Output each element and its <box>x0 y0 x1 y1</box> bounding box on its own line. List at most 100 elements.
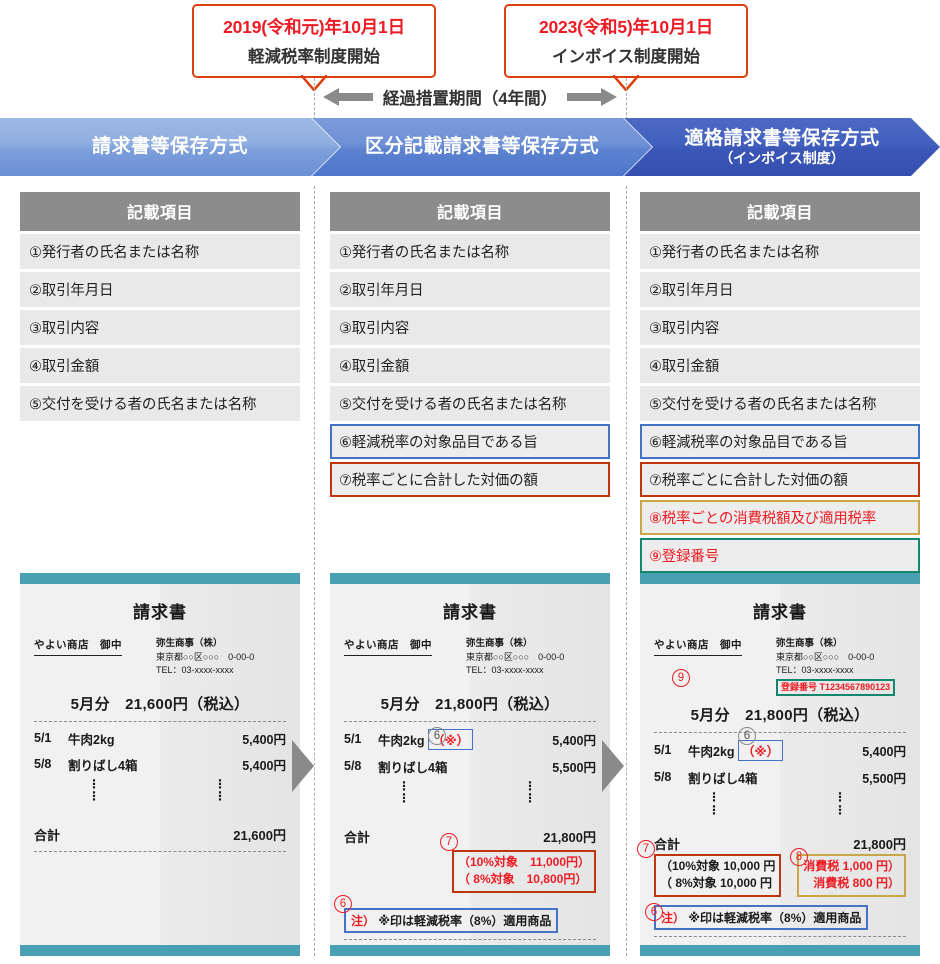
invoice-top-band <box>20 573 300 584</box>
list-item-highlight-6: ⑥軽減税率の対象品目である旨 <box>330 424 610 459</box>
invoice-bottom-band <box>20 945 300 956</box>
line-date: 5/1 <box>654 743 672 758</box>
items-header: 記載項目 <box>640 192 920 231</box>
total-value: 21,600円 <box>233 828 286 844</box>
issuer-address: 東京都○○区○○○ 0-00-0 <box>776 651 875 662</box>
banner-title: 区分記載請求書等保存方式 <box>364 136 599 158</box>
arrow-right-icon <box>567 88 618 106</box>
flow-arrow-icon <box>292 740 314 792</box>
total-label: 合計 <box>344 830 371 846</box>
invoice-shade <box>470 584 610 945</box>
invoice-bottom-band <box>640 945 920 956</box>
invoice-mockup-3: 請求書 やよい商店 御中 弥生商事（株） 東京都○○区○○○ 0-00-0 TE… <box>640 573 920 956</box>
invoice-line: 5/8 割りばし4箱 5,500円 <box>654 768 906 787</box>
column-divider-right <box>626 186 627 956</box>
invoice-total: 合計 21,800円 <box>654 834 906 853</box>
invoice-recipient: やよい商店 御中 <box>344 637 432 656</box>
ellipsis-left: ⋮⋮ <box>88 776 100 804</box>
arrow-left-icon <box>322 88 373 106</box>
consumption-tax-box: 消費税 1,000 円） 消費税 800 円） <box>797 854 906 897</box>
column-divider-left <box>314 186 315 956</box>
list-item: ④取引金額 <box>330 348 610 383</box>
line-amount: 5,400円 <box>242 732 286 747</box>
divider <box>344 720 596 722</box>
list-item: ③取引内容 <box>330 310 610 345</box>
divider <box>654 935 906 937</box>
line-amount: 5,400円 <box>242 758 286 773</box>
transition-label: 経過措置期間（4年間） <box>382 90 558 108</box>
registration-number: T1234567890123 <box>819 681 891 692</box>
line-name: 割りばし4箱 <box>378 760 448 775</box>
invoice-total: 合計 21,600円 <box>34 825 286 844</box>
guide-line-right <box>626 78 627 120</box>
banner-qualified-invoice-method: 適格請求書等保存方式 （インボイス制度） <box>624 118 940 176</box>
tax-line-8: 消費税 800 円） <box>813 876 900 891</box>
issuer-tel: TEL：03-xxxx-xxxx <box>776 664 854 675</box>
invoice-line: 5/1 牛肉2kg （※） 5,400円 <box>654 739 906 761</box>
note-text: ※印は軽減税率（8%）適用商品 <box>378 913 552 928</box>
invoice-issuer: 弥生商事（株） 東京都○○区○○○ 0-00-0 TEL：03-xxxx-xxx… <box>466 637 596 677</box>
invoice-title: 請求書 <box>753 603 807 622</box>
list-item: ②取引年月日 <box>20 272 300 307</box>
note-text: ※印は軽減税率（8%）適用商品 <box>688 910 862 925</box>
invoice-issuer: 弥生商事（株） 東京都○○区○○○ 0-00-0 TEL：03-xxxx-xxx… <box>776 637 906 696</box>
note-wrap: 注） ※印は軽減税率（8%）適用商品 <box>344 907 596 933</box>
tax-line-10: 消費税 1,000 円） <box>803 859 900 874</box>
callout-2019: 2019(令和元)年10月1日 軽減税率制度開始 <box>192 4 436 91</box>
invoice-recipient: やよい商店 御中 <box>654 637 742 656</box>
invoice-bottom-band <box>330 945 610 956</box>
invoice-recipient: やよい商店 御中 <box>34 637 122 656</box>
list-item: ⑤交付を受ける者の氏名または名称 <box>20 386 300 421</box>
list-item: ④取引金額 <box>20 348 300 383</box>
invoice-top-band <box>330 573 610 584</box>
callout-date: 2023(令和5)年10月1日 <box>538 17 714 37</box>
items-header: 記載項目 <box>20 192 300 231</box>
breakdown-line-8: （ 8%対象 10,000 円 <box>660 876 773 891</box>
tax-breakdown-box: （10%対象 11,000円） （ 8%対象 10,800円） <box>451 850 596 893</box>
list-item: ②取引年月日 <box>640 272 920 307</box>
invoice-summary: 5月分 21,800円（税込） <box>380 695 560 713</box>
invoice-mockup-1: 請求書 やよい商店 御中 弥生商事（株） 東京都○○区○○○ 0-00-0 TE… <box>20 573 300 956</box>
column-2-items: 記載項目 ①発行者の氏名または名称 ②取引年月日 ③取引内容 ④取引金額 ⑤交付… <box>330 192 610 497</box>
issuer-name: 弥生商事（株） <box>466 638 533 649</box>
reduced-rate-note: 注） ※印は軽減税率（8%）適用商品 <box>654 904 869 930</box>
line-amount: 5,400円 <box>862 744 906 759</box>
banner-classified-invoice-method: 区分記載請求書等保存方式 <box>312 118 652 176</box>
list-item-highlight-7: ⑦税率ごとに合計した対価の額 <box>640 462 920 497</box>
line-name-text: 牛肉2kg <box>378 733 425 748</box>
breakdown-line-10: （10%対象 10,000 円 <box>660 859 776 874</box>
invoice-total: 合計 21,800円 <box>344 827 596 846</box>
breakdown-line-8: （ 8%対象 10,800円） <box>457 872 588 887</box>
total-value: 21,800円 <box>853 837 906 853</box>
breakdown-line-10: （10%対象 11,000円） <box>457 855 590 870</box>
annotation-marker-9: 9 <box>672 669 690 687</box>
ellipsis-left: ⋮⋮ <box>708 789 720 817</box>
ellipsis-row: ⋮⋮ ⋮⋮ <box>34 778 286 803</box>
total-label: 合計 <box>34 828 61 844</box>
reduced-rate-note: 注） ※印は軽減税率（8%）適用商品 <box>344 907 559 933</box>
note-wrap: 注） ※印は軽減税率（8%）適用商品 <box>654 904 906 930</box>
banner-subtitle: （インボイス制度） <box>719 149 845 166</box>
list-item-highlight-8: ⑧税率ごとの消費税額及び適用税率 <box>640 500 920 535</box>
annotation-marker-6: 6 <box>428 727 446 745</box>
issuer-address: 東京都○○区○○○ 0-00-0 <box>156 651 255 662</box>
ellipsis-right: ⋮⋮ <box>524 778 536 806</box>
ellipsis-row: ⋮⋮ ⋮⋮ <box>344 780 596 805</box>
issuer-name: 弥生商事（株） <box>776 638 843 649</box>
line-name-text: 牛肉2kg <box>688 744 735 759</box>
registration-label: 登録番号 <box>781 681 818 692</box>
callout-date: 2019(令和元)年10月1日 <box>223 17 405 37</box>
invoice-summary: 5月分 21,600円（税込） <box>70 695 250 713</box>
line-amount: 5,500円 <box>552 760 596 775</box>
list-item: ①発行者の氏名または名称 <box>640 234 920 269</box>
invoice-top-band <box>640 573 920 584</box>
flow-arrow-icon <box>602 740 624 792</box>
annotation-marker-6: 6 <box>738 727 756 745</box>
list-item: ⑤交付を受ける者の氏名または名称 <box>330 386 610 421</box>
line-amount: 5,400円 <box>552 733 596 748</box>
reduced-rate-mark: （※） <box>738 739 784 761</box>
transition-period: 経過措置期間（4年間） <box>314 82 626 112</box>
annotation-marker-7: 7 <box>637 840 655 858</box>
ellipsis-right: ⋮⋮ <box>834 789 846 817</box>
invoice-shade <box>780 584 920 945</box>
